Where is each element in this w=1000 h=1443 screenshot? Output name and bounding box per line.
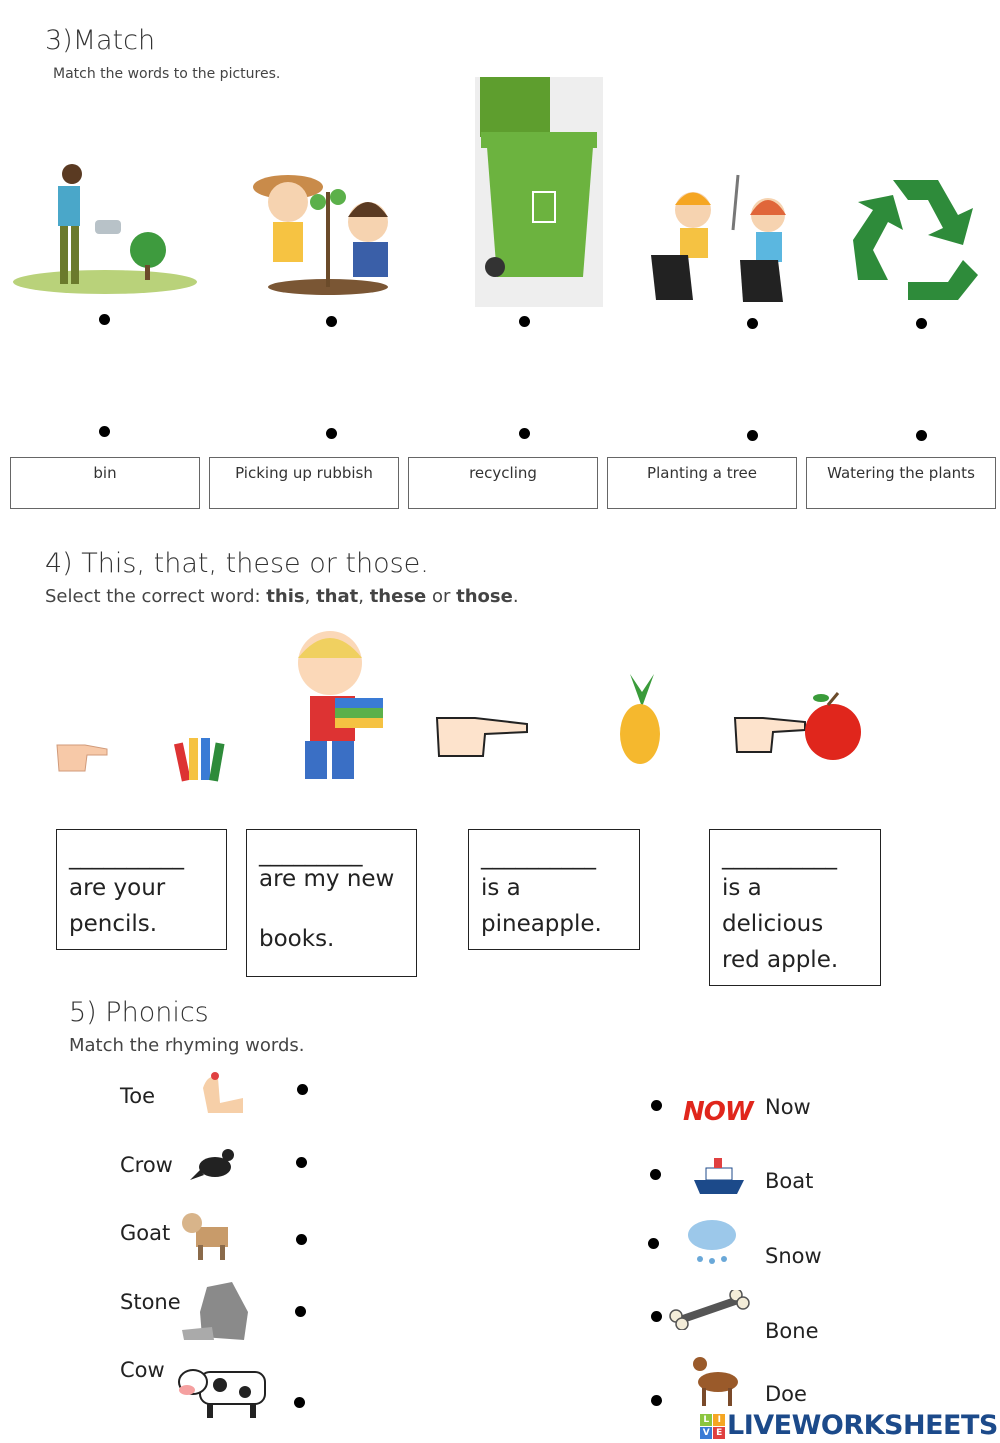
logo-text: LIVEWORKSHEETS <box>727 1410 998 1441</box>
separator: , <box>358 586 370 607</box>
separator: or <box>426 586 457 607</box>
sentence-text: delicious <box>722 911 824 937</box>
snow-cloud-image <box>688 1220 736 1264</box>
rhyme-dot-right-4[interactable] <box>651 1311 662 1322</box>
picking-rubbish-image <box>651 174 786 302</box>
sentence-box-2: _________ are my new books. <box>246 829 417 977</box>
crow-image <box>190 1149 234 1180</box>
match-dot-label-3[interactable] <box>519 428 530 439</box>
sentence-text: are my new <box>259 866 395 892</box>
match-dot-picture-3[interactable] <box>519 316 530 327</box>
match-dot-picture-5[interactable] <box>916 318 927 329</box>
rhyme-dot-left-2[interactable] <box>296 1157 307 1168</box>
word-bone: Bone <box>765 1319 819 1343</box>
word-toe: Toe <box>120 1084 156 1108</box>
sentence-box-1: __________ are your pencils. <box>56 829 227 950</box>
label-box-bin: bin <box>10 457 200 509</box>
logo-letter: E <box>713 1427 725 1439</box>
goat-image <box>182 1213 228 1260</box>
match-dot-label-1[interactable] <box>99 426 110 437</box>
bone-image <box>669 1290 750 1330</box>
word-doe: Doe <box>765 1382 807 1406</box>
section3-instruction: Match the words to the pictures. <box>53 66 281 82</box>
section5-title: 5) Phonics <box>69 997 209 1028</box>
rhyme-dot-right-5[interactable] <box>651 1395 662 1406</box>
answer-blank-1[interactable]: __________ <box>69 844 184 870</box>
pointing-hand-far-image <box>435 717 528 757</box>
liveworksheets-logo: L I V E LIVEWORKSHEETS <box>700 1412 998 1440</box>
sentence-box-3: __________ is a pineapple. <box>468 829 640 950</box>
word-goat: Goat <box>120 1221 171 1245</box>
answer-blank-2[interactable]: _________ <box>259 841 363 867</box>
deer-image <box>693 1357 738 1406</box>
label-box-picking-up-rubbish: Picking up rubbish <box>209 457 399 509</box>
sentence-text: is a <box>481 875 521 901</box>
match-dot-picture-2[interactable] <box>326 316 337 327</box>
rhyme-dot-left-3[interactable] <box>296 1234 307 1245</box>
sentence-text: pineapple. <box>481 911 602 937</box>
word-cow: Cow <box>120 1358 165 1382</box>
now-logo-image: NOW <box>683 1097 754 1127</box>
word-snow: Snow <box>765 1244 822 1268</box>
label-box-recycling: recycling <box>408 457 598 509</box>
rhyme-dot-right-2[interactable] <box>650 1169 661 1180</box>
word-boat: Boat <box>765 1169 814 1193</box>
planting-tree-image <box>253 175 388 295</box>
cow-image <box>178 1369 266 1418</box>
match-dot-picture-4[interactable] <box>747 318 758 329</box>
stone-image <box>182 1282 248 1340</box>
boat-image <box>694 1158 744 1194</box>
pineapple-image <box>620 674 660 764</box>
live-logo-icon: L I V E <box>700 1414 725 1439</box>
word-these: these <box>369 586 427 607</box>
instruction-prefix: Select the correct word: <box>45 586 267 607</box>
boy-with-books-image <box>298 631 383 779</box>
word-now: Now <box>765 1095 811 1119</box>
period: . <box>512 586 519 607</box>
match-dot-label-2[interactable] <box>326 428 337 439</box>
logo-letter: I <box>713 1414 725 1426</box>
rhyme-dot-right-1[interactable] <box>651 1100 662 1111</box>
rhyme-dot-left-1[interactable] <box>297 1084 308 1095</box>
answer-blank-3[interactable]: __________ <box>481 844 596 870</box>
logo-letter: V <box>700 1427 712 1439</box>
word-those: those <box>456 586 513 607</box>
hand-pointing-at-apple-image <box>733 692 861 760</box>
section5-instruction: Match the rhyming words. <box>69 1035 305 1056</box>
sentence-text: are your <box>69 875 166 901</box>
toe-image <box>203 1072 243 1113</box>
match-dot-label-5[interactable] <box>916 430 927 441</box>
sentence-text: pencils. <box>69 911 158 937</box>
match-dot-picture-1[interactable] <box>99 314 110 325</box>
answer-blank-4[interactable]: __________ <box>722 844 837 870</box>
separator: , <box>304 586 317 607</box>
rhyme-dot-left-5[interactable] <box>294 1397 305 1408</box>
word-stone: Stone <box>120 1290 181 1314</box>
sentence-box-4: __________ is a delicious red apple. <box>709 829 881 986</box>
logo-letter: L <box>700 1414 712 1426</box>
rhyme-dot-left-4[interactable] <box>295 1306 306 1317</box>
green-bin-image <box>475 77 603 307</box>
section4-instruction: Select the correct word: this, that, the… <box>45 586 519 607</box>
label-box-watering-the-plants: Watering the plants <box>806 457 996 509</box>
sentence-text: red apple. <box>722 947 839 973</box>
word-this: this <box>266 586 305 607</box>
sentence-text: is a <box>722 875 762 901</box>
recycling-symbol-image <box>853 180 978 300</box>
sentence-text: books. <box>259 926 335 952</box>
rhyme-dot-right-3[interactable] <box>648 1238 659 1249</box>
pencils-image <box>173 738 225 782</box>
label-box-planting-a-tree: Planting a tree <box>607 457 797 509</box>
watering-plants-image <box>13 164 197 294</box>
match-dot-label-4[interactable] <box>747 430 758 441</box>
word-crow: Crow <box>120 1153 173 1177</box>
pointing-hand-near-image <box>56 744 108 772</box>
word-that: that <box>316 586 359 607</box>
section4-title: 4) This, that, these or those. <box>45 548 429 579</box>
section3-title: 3)Match <box>45 25 156 56</box>
